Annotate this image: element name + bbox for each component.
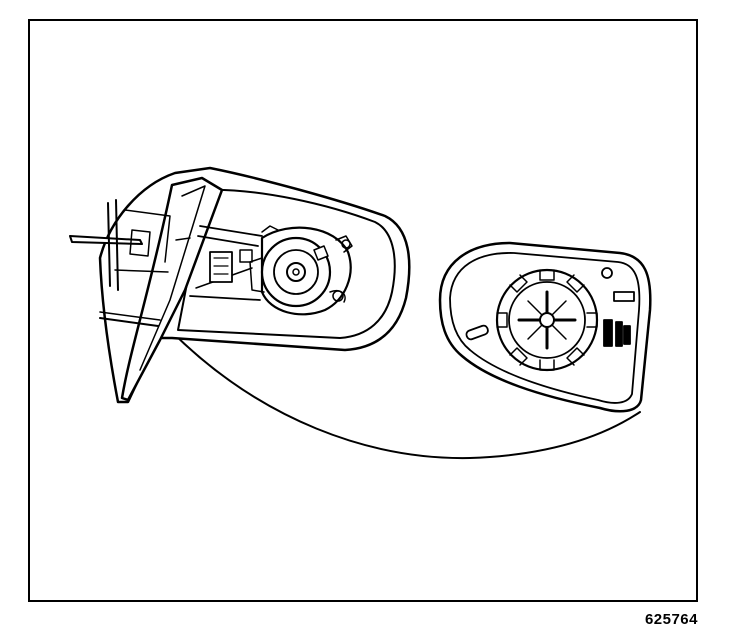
- mirror-housing-assembly: [69, 166, 411, 404]
- glass-clip-left: [465, 324, 489, 341]
- mounting-arm: [120, 176, 224, 402]
- illustration-frame: [28, 19, 698, 602]
- glass-backing-plate: [449, 252, 641, 404]
- actuator-pivot: [286, 262, 306, 282]
- removal-path-line: [169, 329, 641, 460]
- glass-clip-top-right: [613, 291, 635, 302]
- glass-mounting-hub: [495, 268, 599, 372]
- figure-number: 625764: [644, 611, 698, 628]
- hub-center: [539, 312, 555, 328]
- mirror-glass-assembly: [438, 241, 652, 413]
- mirror-actuator-motor: [249, 226, 353, 316]
- heater-terminals: [603, 319, 631, 347]
- glass-clip-top-hole: [601, 267, 613, 279]
